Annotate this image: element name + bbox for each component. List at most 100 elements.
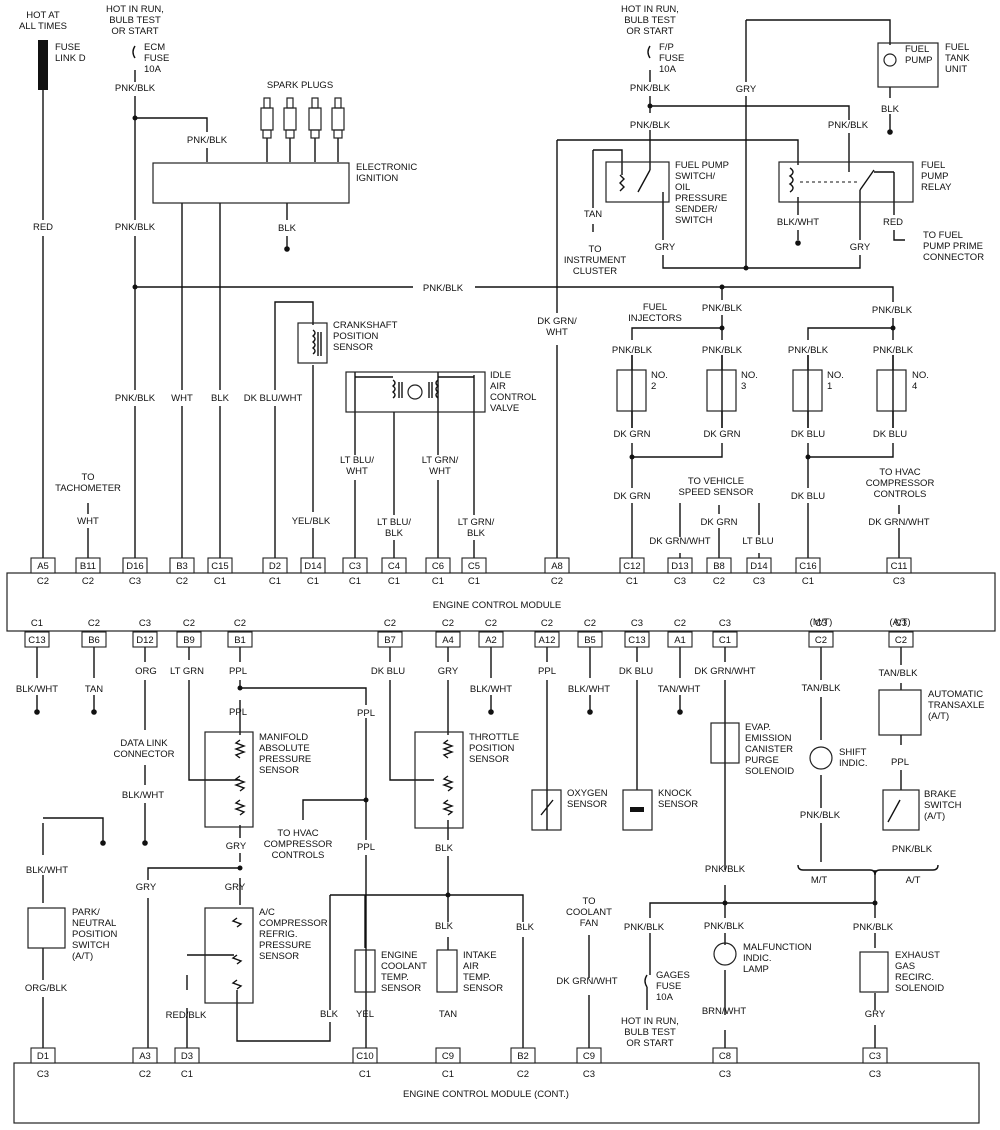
ecm-top-connector-5: C1 [269,576,281,587]
fuel-pump-relay-box [778,161,914,203]
wire-label: BLK [278,223,297,234]
ecm-top-connector-7: C1 [349,576,361,587]
wire-label: LT GRN/ [422,455,459,466]
crankshaft-sensor-label: SENSOR [333,342,373,353]
ecm-bottom-pin-1-box [81,631,107,648]
iac-motor-icon [407,384,423,400]
ecm-top-pin-8-label: C4 [388,561,400,572]
ecm-bottom-pin-10-box [624,631,650,648]
to-vss-label: TO VEHICLE [688,476,744,487]
hot-in-run-label: BULB TEST [624,1027,676,1038]
ecm2-pin-6-label: C9 [583,1051,595,1062]
fuel-pump-relay-label: RELAY [921,182,952,193]
ecm-top-pin-10-label: C5 [468,561,480,572]
egr-label: SOLENOID [895,983,944,994]
hot-in-run-label: OR START [626,26,673,37]
ecm-top-connector-1: C2 [82,576,94,587]
ecm2-pin-8-label: C3 [869,1051,881,1062]
wire-label: DK GRN/WHT [694,666,755,677]
tps-label: SENSOR [469,754,509,765]
wire-label: PNK/BLK [115,222,156,233]
ecm-top-pin-6-box [300,557,326,574]
wire-label: RED [883,217,903,228]
wire-label: GRY [655,242,676,253]
tps-box [414,731,464,829]
mil-label: MALFUNCTION [743,942,812,953]
park-neutral-label: POSITION [72,929,118,940]
wire-label: YEL/BLK [292,516,331,527]
ac-pressure-label: PRESSURE [259,940,311,951]
ecm-top-pin-7-label: C3 [349,561,361,572]
ecm-bottom-connector-14: C3 [895,618,907,629]
wire-label: PPL [229,666,247,677]
park-neutral-label: PARK/ [72,907,100,918]
to-tachometer-label: TO [81,472,94,483]
ecm-bottom-pin-8-label: A12 [539,635,556,646]
evap-label: CANISTER [745,744,793,755]
wire-label: PNK/BLK [872,305,913,316]
ecm-bottom-connector-4: C2 [234,618,246,629]
ecm-top-pin-2-box [122,557,148,574]
fuel-pump-label: FUEL [905,44,929,55]
fuel-pump-switch-label: PRESSURE [675,193,727,204]
wire-label: ORG [135,666,157,677]
wire-label: DK BLU [873,429,907,440]
ecm-top-pin-10-box [461,557,487,574]
ecm-bottom-connector-1: C2 [88,618,100,629]
automatic-transaxle-box [878,689,922,736]
ecm-top-pin-13-label: D13 [671,561,688,572]
ecm-top-pin-11-label: A8 [551,561,563,572]
gages-fuse-icon [644,974,648,1010]
to-tachometer-label: TACHOMETER [55,483,121,494]
wire-label: GRY [225,882,246,893]
ecm-top-pin-9-box [425,557,451,574]
wire-label: WHT [346,466,368,477]
wire-label: DK BLU [791,491,825,502]
brake-switch-label: (A/T) [924,811,945,822]
knock-sensor-label: SENSOR [658,799,698,810]
wire-label: TAN [85,684,103,695]
fuel-pump-switch-label: SENDER/ [675,204,718,215]
injector-number-label: 3 [741,381,746,392]
data-link-label: DATA LINK [120,738,168,749]
park-neutral-switch-box [27,907,66,949]
wire-label: DK BLU [619,666,653,677]
wire-label: WHT [77,516,99,527]
fuel-pump-switch-label: SWITCH [675,215,713,226]
injector-number-label: NO. [827,370,844,381]
ecm-bottom-pin-9-label: B5 [584,635,596,646]
to-hvac-label: TO HVAC [879,467,920,478]
wire-label: GRY [438,666,459,677]
to-instrument-cluster-label: TO [588,244,601,255]
wire-label: BLK [320,1009,339,1020]
ecm-top-connector-0: C2 [37,576,49,587]
injector-number-label: 2 [651,381,656,392]
injector-number-label: NO. [912,370,929,381]
wire-label: PNK/BLK [853,922,894,933]
ecm-top-pin-8-box [381,557,407,574]
to-instrument-cluster-label: CLUSTER [573,266,617,277]
ecm-bottom-connector-2: C3 [139,618,151,629]
ecm2-pin-0-label: D1 [37,1051,49,1062]
shift-indic-label: INDIC. [839,758,868,769]
fuel-pump-switch-label: OIL [675,182,690,193]
ecm-top-pin-15-label: D14 [750,561,767,572]
wire-label: GRY [136,882,157,893]
fuel-pump-switch-box [605,161,670,203]
ecm-top-pin-4-box [207,557,233,574]
wire-label: BLK/WHT [122,790,164,801]
to-fuel-pump-prime-label: CONNECTOR [923,252,984,263]
wire-label: WHT [546,327,568,338]
ecm-bottom-pin-5-box [377,631,403,648]
ecm2-connector-2: C1 [181,1069,193,1080]
hot-in-run-label: BULB TEST [109,15,161,26]
ecm-top-connector-10: C1 [468,576,480,587]
mt-brace-label: M/T [811,875,828,886]
wire-label: PNK/BLK [702,345,743,356]
wire-label: DK GRN/WHT [868,517,929,528]
to-hvac-label: CONTROLS [272,850,325,861]
injector-number-label: NO. [741,370,758,381]
ecm-bottom-pin-7-label: A2 [485,635,497,646]
iac-label: IDLE [490,370,511,381]
wire-label: GRY [850,242,871,253]
